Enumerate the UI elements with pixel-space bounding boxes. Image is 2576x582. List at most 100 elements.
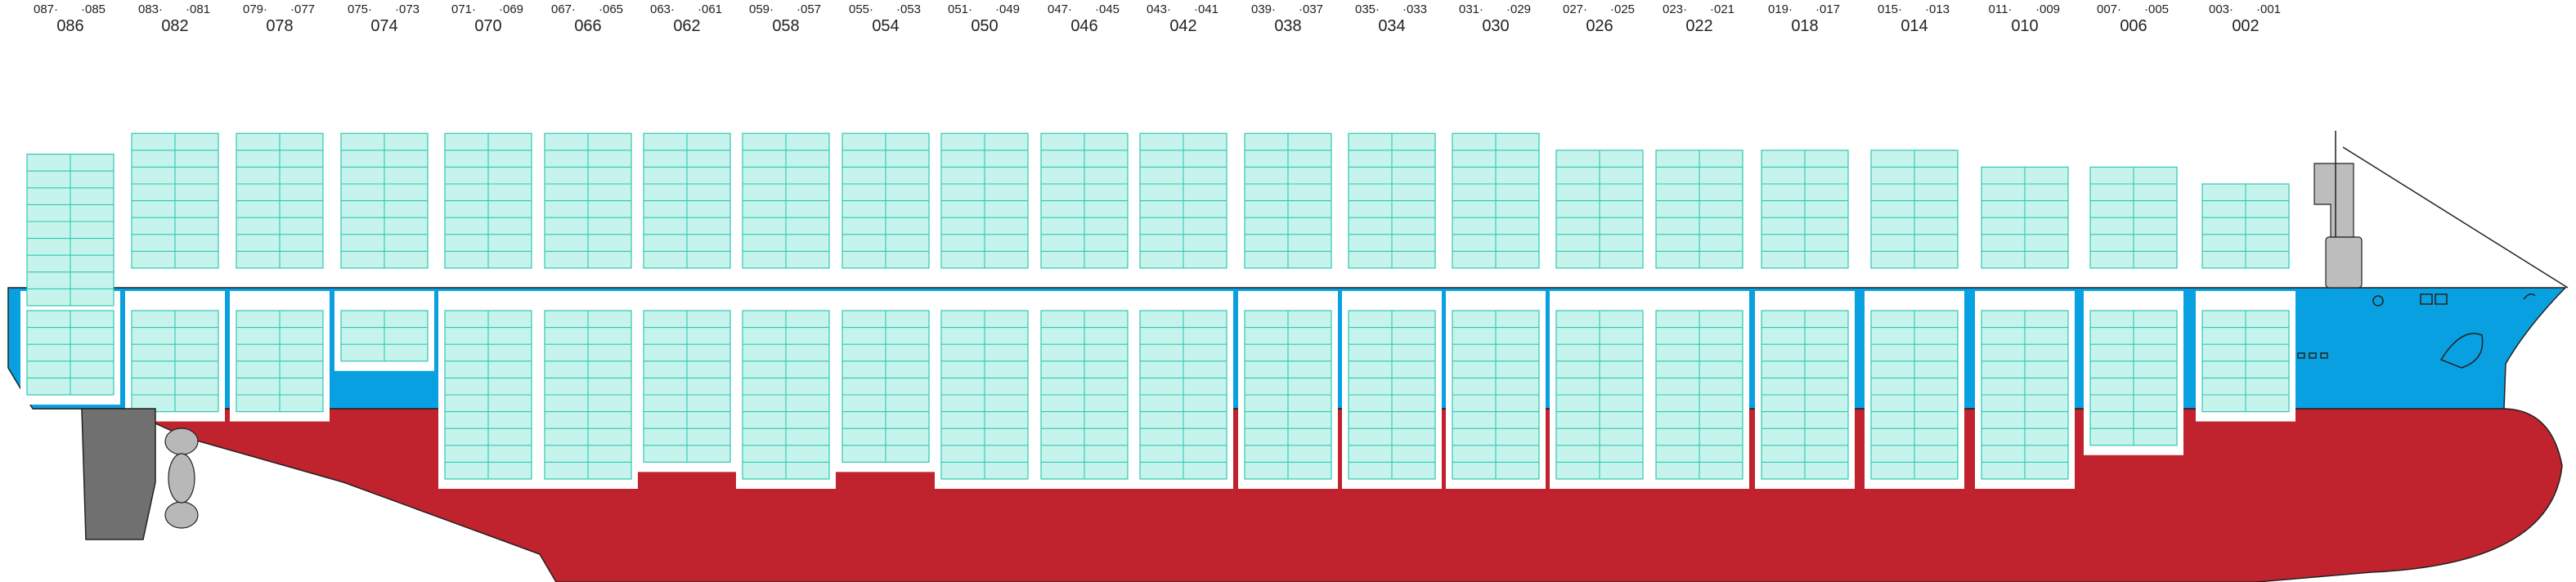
deck-stack-010: [1981, 166, 2069, 269]
bridge-superstructure: [2313, 131, 2569, 289]
bay-pair-label-right: ·061: [698, 2, 722, 16]
bay-number-label: 026: [1586, 17, 1613, 35]
bay-pair-label-right: ·057: [797, 2, 821, 16]
bay-number-label: 074: [370, 17, 397, 35]
deck-stack-026: [1555, 150, 1644, 269]
bay-pair-label-left: 051·: [948, 2, 972, 16]
bay-number-label: 082: [161, 17, 188, 35]
bay-pair-label-left: 007·: [2097, 2, 2121, 16]
mast: [2313, 163, 2354, 238]
deck-stack-038: [1244, 132, 1332, 269]
hold-stack-030: [1452, 310, 1540, 480]
hold-stack-042: [1139, 310, 1227, 480]
bay-pair-label-right: ·037: [1299, 2, 1323, 16]
hold-stack-046: [1040, 310, 1129, 480]
deck-stack-050: [940, 132, 1029, 269]
deck-stack-086: [26, 154, 114, 307]
bay-pair-label-right: ·081: [186, 2, 210, 16]
bay-pair-label-left: 039·: [1251, 2, 1276, 16]
funnel-base: [2325, 236, 2363, 289]
bay-number-label: 050: [971, 17, 998, 35]
bow-markings: [2297, 293, 2536, 369]
bay-pair-label-right: ·025: [1610, 2, 1635, 16]
bay-number-label: 058: [772, 17, 799, 35]
propeller-hub: [168, 453, 195, 504]
bay-number-label: 086: [56, 17, 83, 35]
bay-pair-label-left: 031·: [1459, 2, 1483, 16]
bay-number-label: 014: [1901, 17, 1928, 35]
bay-pair-label-right: ·065: [599, 2, 623, 16]
deck-stack-002: [2201, 183, 2290, 269]
bay-pair-label-left: 063·: [650, 2, 675, 16]
deck-stack-022: [1655, 150, 1744, 269]
hold-stack-022: [1655, 310, 1744, 480]
bay-pair-label-right: ·009: [2035, 2, 2060, 16]
stay-wire: [2342, 146, 2569, 289]
bay-number-label: 006: [2120, 17, 2147, 35]
deck-stack-062: [643, 132, 731, 269]
propeller-blade-bottom: [164, 501, 199, 529]
bay-pair-label-right: ·017: [1815, 2, 1840, 16]
bay-number-label: 078: [266, 17, 293, 35]
hold-stack-086: [26, 310, 114, 396]
bulb-mark: [2439, 333, 2484, 369]
stern-gear: [81, 408, 199, 540]
deck-stack-070: [444, 132, 532, 269]
bay-labels: 087··085086083··081082079··077078075··07…: [34, 2, 2281, 35]
bay-pair-label-left: 027·: [1563, 2, 1587, 16]
bay-pair-label-left: 047·: [1048, 2, 1072, 16]
deck-container-stacks: [26, 132, 2290, 307]
bay-pair-label-left: 083·: [138, 2, 163, 16]
bay-pair-label-right: ·069: [499, 2, 523, 16]
deck-stack-058: [742, 132, 830, 269]
anchor-symbol: [2372, 295, 2384, 307]
hold-stack-006: [2089, 310, 2178, 446]
bay-pair-label-left: 087·: [34, 2, 58, 16]
deck-stack-034: [1348, 132, 1436, 269]
bay-pair-label-right: ·049: [995, 2, 1020, 16]
bay-pair-label-left: 055·: [849, 2, 873, 16]
hold-stack-010: [1981, 310, 2069, 480]
bay-number-label: 030: [1482, 17, 1509, 35]
bay-pair-label-right: ·029: [1506, 2, 1531, 16]
mark-box-2: [2435, 293, 2448, 305]
deck-stack-046: [1040, 132, 1129, 269]
bay-pair-label-right: ·073: [395, 2, 420, 16]
bay-pair-label-right: ·001: [2256, 2, 2281, 16]
bay-pair-label-left: 067·: [551, 2, 576, 16]
vent-2: [2309, 352, 2317, 359]
hold-stack-062: [643, 310, 731, 463]
deck-stack-030: [1452, 132, 1540, 269]
bay-pair-label-right: ·013: [1925, 2, 1950, 16]
hold-stack-058: [742, 310, 830, 480]
bay-pair-label-right: ·085: [81, 2, 105, 16]
hold-stack-082: [131, 310, 219, 413]
deck-stack-074: [340, 132, 429, 269]
bay-number-label: 010: [2011, 17, 2038, 35]
vent-3: [2320, 352, 2328, 359]
hold-stack-066: [544, 310, 632, 480]
bay-pair-label-left: 003·: [2209, 2, 2233, 16]
bay-number-label: 018: [1791, 17, 1818, 35]
mark-box-1: [2420, 293, 2433, 305]
bay-pair-label-right: ·005: [2144, 2, 2169, 16]
propeller-blade-top: [164, 428, 199, 455]
hold-stack-078: [236, 310, 324, 413]
hold-stack-002: [2201, 310, 2290, 413]
deck-stack-014: [1870, 150, 1959, 269]
hold-stack-026: [1555, 310, 1644, 480]
deck-stack-066: [544, 132, 632, 269]
hold-stack-050: [940, 310, 1029, 480]
bay-pair-label-left: 011·: [1989, 2, 2013, 16]
bay-pair-label-left: 015·: [1878, 2, 1902, 16]
bay-pair-label-right: ·033: [1402, 2, 1427, 16]
vent-1: [2297, 352, 2305, 359]
bay-number-label: 034: [1378, 17, 1405, 35]
deck-stack-054: [841, 132, 930, 269]
bay-number-label: 022: [1685, 17, 1712, 35]
bay-pair-label-left: 043·: [1147, 2, 1171, 16]
bay-pair-label-right: ·053: [896, 2, 921, 16]
bay-number-label: 054: [872, 17, 899, 35]
